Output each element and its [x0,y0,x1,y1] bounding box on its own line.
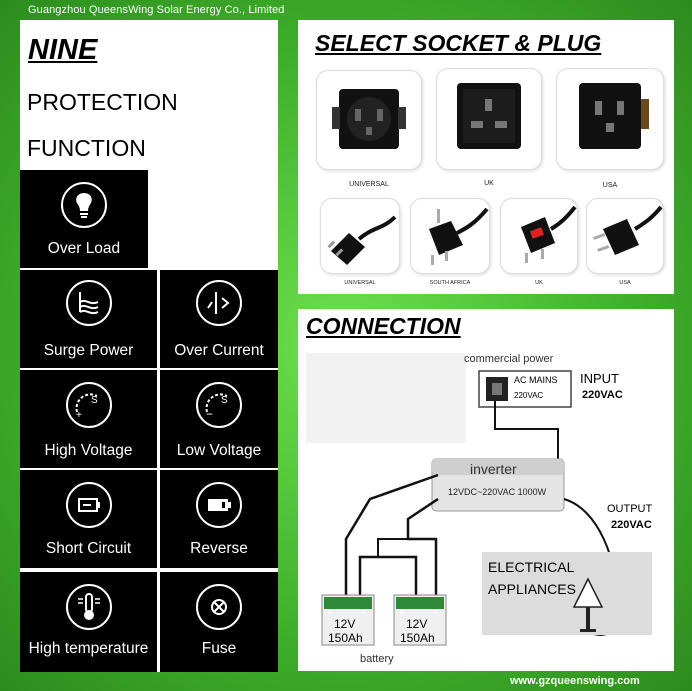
battery-2-capacity: 150Ah [400,631,435,645]
website-url[interactable]: www.gzqueenswing.com [510,675,640,687]
appliances-label-line1: ELECTRICAL [488,559,575,575]
protection-panel: NINE PROTECTION FUNCTION Over Load Surge… [20,20,278,672]
socket-label-usa: USA [602,182,618,189]
protection-heading: PROTECTION [27,89,178,115]
svg-text:−: − [206,407,213,420]
over-load-label: Over Load [47,240,121,257]
high-temperature-cell: High temperature [20,572,157,672]
socket-plug-panel: SELECT SOCKET & PLUG UNIVERSAL UK USA UN… [298,20,674,294]
fuse-icon [196,584,242,630]
socket-plug-title: SELECT SOCKET & PLUG [315,30,602,56]
socket-uk-image [436,68,542,170]
input-label: INPUT [580,371,619,386]
commercial-power-label: commercial power [464,353,554,365]
plug-south-africa-image [410,198,490,274]
inverter-spec: 12VDC~220VAC 1000W [448,487,547,497]
plug-usa-image [586,198,664,274]
svg-text:S: S [91,395,98,406]
over-current-cell: Over Current [160,270,278,368]
battery-2-minus: − [432,607,439,619]
battery-label: battery [360,653,394,665]
socket-label-universal: UNIVERSAL [349,181,389,188]
high-voltage-cell: S+ High Voltage [20,370,157,468]
over-current-label: Over Current [174,342,264,359]
short-circuit-icon [65,482,112,528]
reverse-label: Reverse [190,540,248,557]
battery-1-minus: − [360,607,367,619]
socket-usa-image [556,68,664,170]
battery-reverse-icon [196,482,242,528]
surge-wave-icon [65,280,112,326]
low-voltage-cell: S− Low Voltage [160,370,278,468]
output-voltage: 220VAC [611,519,652,531]
thermometer-icon [65,584,112,630]
plug-label-usa: USA [619,280,631,286]
connection-title: CONNECTION [306,313,461,339]
light-bulb-icon [61,182,107,228]
plug-label-south-africa: SOUTH AFRICA [429,280,471,286]
output-label: OUTPUT [607,503,653,515]
ac-mains-label: AC MAINS [514,375,558,385]
reverse-cell: Reverse [160,470,278,568]
fuse-label: Fuse [201,640,237,657]
fuse-cell: Fuse [160,572,278,672]
plug-label-uk: UK [535,280,543,286]
appliances-label-line2: APPLIANCES [488,581,576,597]
socket-universal-image [316,70,422,170]
svg-text:S: S [221,395,228,406]
svg-text:+: + [76,410,82,420]
short-circuit-label: Short Circuit [45,540,132,557]
function-heading: FUNCTION [27,135,146,161]
battery-1-plus: + [326,607,333,619]
nine-title: NINE [28,34,98,66]
input-voltage: 220VAC [582,389,623,401]
short-circuit-cell: Short Circuit [20,470,157,568]
plug-label-universal: UNIVERSAL [344,280,376,286]
inverter-label: inverter [470,461,517,477]
battery-2-voltage: 12V [406,617,428,631]
high-temperature-label: High temperature [28,640,149,657]
surge-power-cell: Surge Power [20,270,157,368]
ac-mains-voltage: 220VAC [514,391,544,400]
surge-power-label: Surge Power [43,342,134,359]
socket-label-uk: UK [484,180,494,187]
plug-uk-image [500,198,578,274]
low-voltage-label: Low Voltage [176,442,262,459]
plug-universal-image [320,198,400,274]
battery-2-plus: + [398,607,405,619]
connection-diagram [306,353,652,646]
company-name: Guangzhou QueensWing Solar Energy Co., L… [28,4,285,16]
over-load-cell: Over Load [20,170,148,268]
battery-1-voltage: 12V [334,617,356,631]
low-voltage-icon: S− [196,382,242,428]
high-voltage-label: High Voltage [44,442,133,459]
connection-panel: CONNECTION commercial power AC MAINS 220… [298,309,674,671]
battery-1-capacity: 150Ah [328,631,363,645]
high-voltage-icon: S+ [65,382,112,428]
current-icon [196,280,242,326]
